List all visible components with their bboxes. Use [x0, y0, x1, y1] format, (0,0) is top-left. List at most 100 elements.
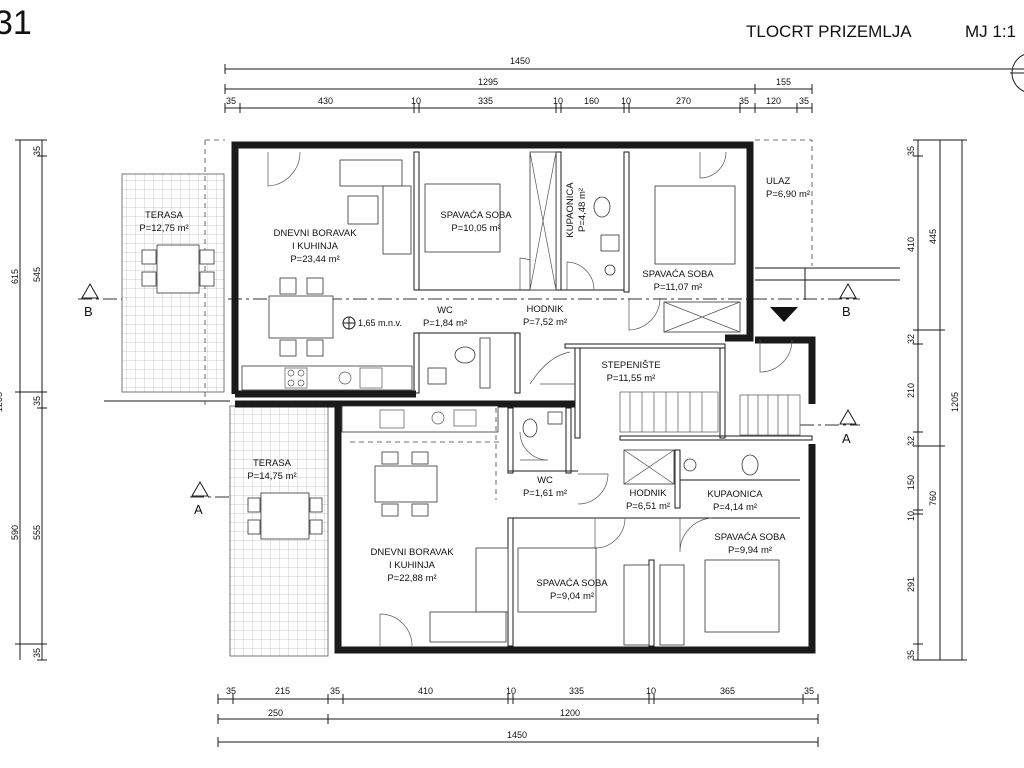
room-label: WC	[437, 305, 453, 316]
lower-living-furniture	[341, 405, 509, 643]
entrance-arrow-icon	[770, 307, 798, 322]
dim-right-32a: 32	[906, 334, 916, 344]
dim-right-410: 410	[906, 237, 916, 252]
dim-left-545: 545	[32, 267, 42, 282]
bedroom-3-furniture	[517, 547, 650, 646]
room-label: TERASA	[253, 458, 292, 469]
room-label: HODNIK	[527, 304, 565, 315]
terrace-table-lower	[247, 492, 323, 540]
left-dimensions: 35 545 35 555 35 615 590 1205	[0, 139, 47, 661]
room-terasa-upper: TERASA P=12,75 m²	[139, 210, 188, 234]
room-label-line2: I KUHINJA	[389, 560, 436, 571]
room-area: P=14,75 m²	[247, 471, 296, 482]
dim-top-1295: 1295	[478, 77, 498, 87]
dim-left-35c: 35	[32, 648, 42, 658]
dim-top-10b: 10	[553, 96, 563, 106]
dim-top-10a: 10	[411, 96, 421, 106]
dim-bot-365: 365	[720, 686, 735, 696]
room-label: SPAVAĆA SOBA	[642, 269, 714, 280]
bathroom-1-fixtures	[593, 196, 620, 276]
dim-left-35a: 35	[32, 146, 42, 156]
dim-top-270: 270	[676, 96, 691, 106]
bottom-dimensions: 35 215 35 410 10 335 10 365 35 250 1200 …	[217, 686, 819, 747]
room-area: P=4,14 m²	[713, 502, 757, 513]
room-area: P=6,51 m²	[626, 501, 670, 512]
section-a-right-label: A	[842, 431, 851, 446]
room-area: P=11,55 m²	[607, 373, 656, 384]
exterior-walls	[231, 141, 816, 654]
dim-top-160: 160	[584, 96, 599, 106]
room-label: SPAVAĆA SOBA	[714, 532, 786, 543]
wc-1-fixtures	[427, 337, 491, 389]
room-living-lower: DNEVNI BORAVAK I KUHINJA P=22,88 m²	[370, 547, 454, 584]
dim-right-445: 445	[928, 229, 938, 244]
room-area: P=9,04 m²	[550, 591, 594, 602]
room-hall-2: HODNIK P=6,51 m²	[626, 488, 670, 512]
dim-bot-10b: 10	[646, 686, 656, 696]
room-area: P=4,48 m²	[577, 188, 588, 232]
room-bathroom-2: KUPAONICA P=4,14 m²	[707, 489, 763, 513]
room-area: P=7,52 m²	[523, 317, 567, 328]
dim-right-291: 291	[906, 577, 916, 592]
room-label: KUPAONICA	[707, 489, 763, 500]
section-a-left-label: A	[194, 502, 203, 517]
dim-left-590: 590	[10, 525, 20, 540]
room-bedroom-1: SPAVAĆA SOBA P=10,05 m²	[440, 210, 512, 234]
dim-right-150: 150	[906, 475, 916, 490]
section-b-right-label: B	[842, 304, 851, 319]
staircase-main	[529, 351, 719, 433]
room-wc-2: WC P=1,61 m²	[523, 475, 567, 499]
room-label-line2: I KUHINJA	[292, 241, 339, 252]
room-entry: ULAZ P=6,90 m²	[766, 176, 810, 200]
dim-right-32b: 32	[906, 436, 916, 446]
dim-right-10: 10	[906, 511, 916, 521]
dim-top-155: 155	[776, 77, 791, 87]
top-dimensions: 1450 1295 155 35 430 10 335 10 160 10 27…	[224, 56, 1024, 113]
dim-top-430: 430	[318, 96, 333, 106]
doors	[267, 151, 793, 647]
room-bathroom-1: KUPAONICA P=4,48 m²	[565, 182, 588, 238]
dim-top-overall: 1450	[510, 56, 530, 66]
dim-right-35b: 35	[906, 650, 916, 660]
scale-label: MJ 1:1	[965, 22, 1016, 41]
room-area: P=9,94 m²	[728, 545, 772, 556]
room-label: HODNIK	[630, 488, 668, 499]
bedroom-2-furniture	[654, 185, 741, 333]
dim-bot-215: 215	[275, 686, 290, 696]
room-bedroom-4: SPAVAĆA SOBA P=9,94 m²	[714, 532, 786, 556]
wc-2-fixtures	[522, 411, 563, 438]
room-label: SPAVAĆA SOBA	[536, 578, 608, 589]
room-label: SPAVAĆA SOBA	[440, 210, 512, 221]
staircase-entry	[739, 394, 801, 436]
dim-left-1205: 1205	[0, 392, 4, 412]
bedroom-1-furniture	[424, 151, 557, 291]
dim-left-615: 615	[10, 269, 20, 284]
dim-top-120: 120	[766, 96, 781, 106]
room-label: DNEVNI BORAVAK	[273, 228, 357, 239]
dim-bot-335: 335	[569, 686, 584, 696]
section-b-left-label: B	[84, 304, 93, 319]
room-area: P=11,07 m²	[654, 282, 703, 293]
room-area: P=10,05 m²	[451, 223, 500, 234]
entry-canopy-outline	[755, 139, 813, 266]
dim-right-760: 760	[928, 491, 938, 506]
dim-bot-35b: 35	[330, 686, 340, 696]
dim-top-35b: 35	[739, 96, 749, 106]
right-dimensions: 35 410 32 210 32 150 10 291 35 445 760 1…	[906, 139, 967, 661]
terrace-table-upper	[141, 244, 215, 294]
dim-bot-250: 250	[268, 708, 283, 718]
room-label: TERASA	[145, 210, 184, 221]
dim-right-210: 210	[906, 383, 916, 398]
dim-bot-35a: 35	[226, 686, 236, 696]
room-area: P=1,84 m²	[423, 318, 467, 329]
room-label: KUPAONICA	[565, 182, 576, 238]
dim-bot-1200: 1200	[560, 708, 580, 718]
dim-right-35a: 35	[906, 146, 916, 156]
room-area: P=22,88 m²	[387, 573, 436, 584]
room-label: STEPENIŠTE	[601, 360, 660, 371]
room-bedroom-2: SPAVAĆA SOBA P=11,07 m²	[642, 269, 714, 293]
sheet-number: 31	[0, 4, 32, 42]
room-hall-1: HODNIK P=7,52 m²	[523, 304, 567, 328]
dim-bot-10a: 10	[506, 686, 516, 696]
